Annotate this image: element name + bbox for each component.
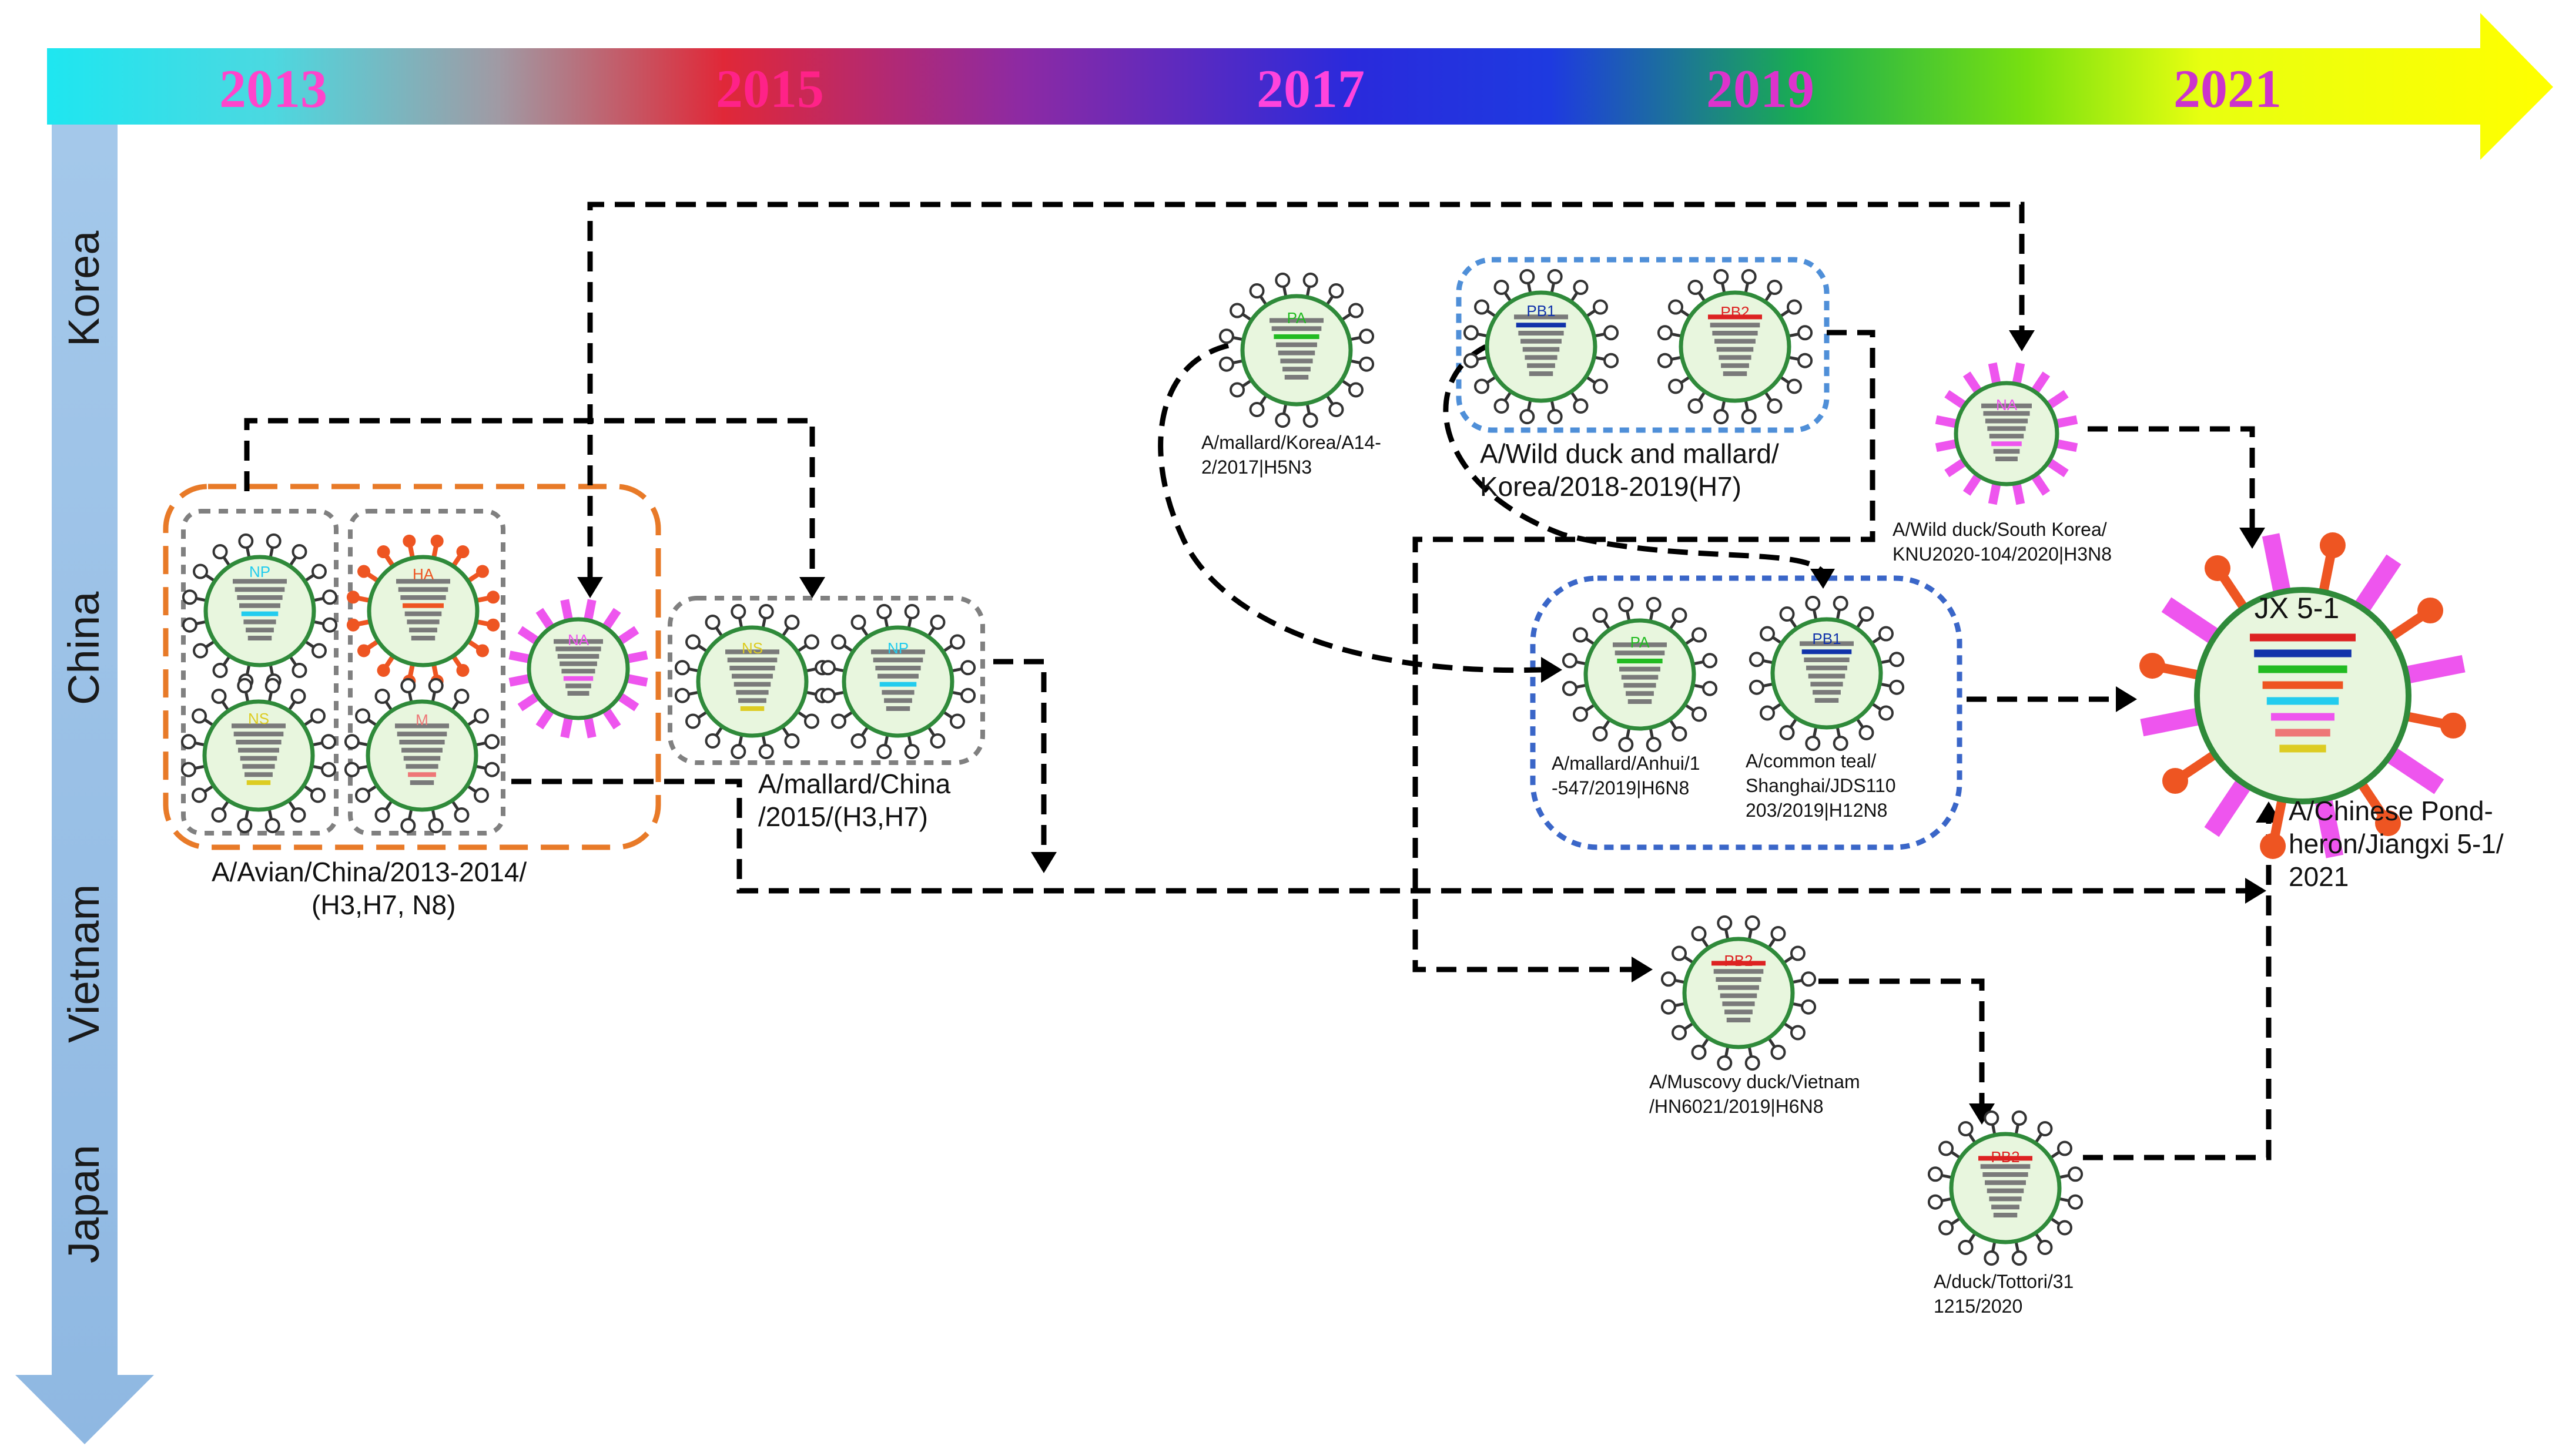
region-china: China <box>59 591 108 705</box>
korea-2018-2019-box <box>1456 257 1830 433</box>
gene-label-pa: PA <box>1630 633 1650 651</box>
virus-ns-china-2013 <box>180 677 337 834</box>
label-knu-line2: KNU2020-104/2020|H3N8 <box>1893 544 2112 565</box>
gene-label-ha: HA <box>413 565 434 583</box>
virus-m-china-2013 <box>344 677 500 834</box>
year-2021: 2021 <box>2173 59 2282 119</box>
label-japan-line2: 1215/2020 <box>1934 1296 2022 1317</box>
label-anhui-line2: -547/2019|H6N8 <box>1552 777 1689 799</box>
region-japan: Japan <box>59 1145 108 1263</box>
arrow-a14-to-anhui <box>1158 343 1542 673</box>
virus-pb1-shanghai-2019 <box>1749 595 1905 752</box>
arrow-head <box>799 577 825 598</box>
arrow-head <box>2245 878 2266 904</box>
virus-pa-anhui-2019 <box>1562 596 1718 753</box>
arrow-head <box>1632 957 1653 982</box>
arrow-vietnam-to-japan <box>1818 978 1985 1103</box>
arrow-pb1-to-shanghai <box>1443 344 1824 573</box>
label-shanghai-line3: 203/2019|H12N8 <box>1746 800 1887 821</box>
virus-jx-5-1-2021 <box>2139 532 2466 859</box>
virus-pb1-korea-2018 <box>1463 269 1619 425</box>
gene-label-pb2: PB2 <box>1991 1148 2019 1166</box>
label-korea-group-line1: A/Wild duck and mallard/ <box>1480 438 1779 469</box>
arrow-head <box>1031 852 1057 873</box>
label-vietnam-line2: /HN6021/2019|H6N8 <box>1649 1096 1824 1117</box>
gene-label-pb1: PB1 <box>1526 302 1555 320</box>
jx-5-1-title: JX 5-1 <box>2255 592 2340 625</box>
arrow-2015-down <box>993 659 1047 852</box>
timeline-arrow <box>47 13 2553 160</box>
gene-label-ns: NS <box>248 710 269 727</box>
label-shanghai-line2: Shanghai/JDS110 <box>1746 775 1896 796</box>
virus-np-mallard-2015 <box>820 603 976 760</box>
mallard-2015-box <box>668 596 985 765</box>
virus-pb2-vietnam-2019 <box>1660 915 1817 1071</box>
virus-na-korea-knu <box>1935 362 2078 505</box>
region-vietnam: Vietnam <box>59 884 108 1043</box>
arrow-head <box>2009 330 2035 351</box>
china-ha-m-box <box>348 509 505 836</box>
virus-pb2-japan-2020 <box>1927 1110 2084 1266</box>
label-knu-line1: A/Wild duck/South Korea/ <box>1893 519 2107 540</box>
label-vietnam-line1: A/Muscovy duck/Vietnam <box>1649 1071 1860 1092</box>
label-mallard-2015-line1: A/mallard/China <box>758 769 951 799</box>
arrow-head <box>2239 528 2265 549</box>
virus-pb2-korea-2018 <box>1657 269 1813 425</box>
gene-labels: NP HA NS M NA NS NP PA PB1 PB2 NA PA PB1… <box>248 302 2339 1166</box>
year-2015: 2015 <box>716 59 824 119</box>
year-2013: 2013 <box>219 59 327 119</box>
china-np-ns-box <box>181 509 339 836</box>
arrow-na-to-korea <box>587 202 2025 577</box>
gene-label-m: M <box>416 711 428 729</box>
label-korea-a14-line2: 2/2017|H5N3 <box>1201 457 1312 478</box>
gene-label-pb2: PB2 <box>1724 952 1753 969</box>
arrow-head <box>1541 657 1562 683</box>
gene-label-ns: NS <box>742 639 763 657</box>
gene-label-pb1: PB1 <box>1812 630 1841 648</box>
year-2019: 2019 <box>1706 59 1814 119</box>
virus-na-china-2013 <box>508 599 648 739</box>
label-japan-line1: A/duck/Tottori/31 <box>1934 1271 2074 1292</box>
gene-label-pa: PA <box>1287 309 1307 327</box>
label-jx-line3: 2021 <box>2289 861 2349 892</box>
virus-ha-china-2013 <box>346 534 500 688</box>
arrow-head <box>1810 569 1835 589</box>
arrow-head <box>1969 1103 1995 1125</box>
gene-label-na: NA <box>1996 396 2018 414</box>
gene-label-np: NP <box>887 639 909 657</box>
label-mallard-2015-line2: /2015/(H3,H7) <box>758 801 928 832</box>
gene-label-np: NP <box>249 563 270 581</box>
timeline-year-labels: 2013 2015 2017 2019 2021 <box>219 59 2282 119</box>
label-china-2013-2014-line1: A/Avian/China/2013-2014/ <box>212 857 527 887</box>
label-jx-line2: heron/Jiangxi 5-1/ <box>2289 828 2504 859</box>
china-2019-box <box>1530 575 1962 850</box>
reassortment-arrows <box>244 202 2282 1160</box>
virus-ns-mallard-2015 <box>674 603 830 760</box>
strain-labels: A/Avian/China/2013-2014/ (H3,H7, N8) A/m… <box>212 432 2504 1317</box>
label-china-2013-2014-line2: (H3,H7, N8) <box>311 890 455 920</box>
region-axis-arrow <box>15 125 154 1444</box>
label-korea-a14-line1: A/mallard/Korea/A14- <box>1201 432 1381 453</box>
label-shanghai-line1: A/common teal/ <box>1746 750 1876 771</box>
virus-pa-korea-a14 <box>1218 272 1375 428</box>
arrow-knu-to-jx <box>2088 426 2255 528</box>
arrow-japan-to-jx <box>2083 823 2272 1160</box>
region-labels: Korea China Vietnam Japan <box>59 230 108 1263</box>
arrow-pb2-to-vietnam <box>1412 330 1875 972</box>
region-korea: Korea <box>59 230 108 347</box>
year-2017: 2017 <box>1257 59 1365 119</box>
label-anhui-line1: A/mallard/Anhui/1 <box>1552 753 1700 774</box>
virus-particles <box>180 269 2466 1266</box>
group-boxes <box>163 257 1962 850</box>
gene-label-pb2: PB2 <box>1720 303 1749 321</box>
arrow-head <box>577 577 603 598</box>
gene-label-na: NA <box>568 631 589 649</box>
arrow-np-to-2015 <box>244 418 815 577</box>
label-jx-line1: A/Chinese Pond- <box>2289 796 2493 826</box>
label-korea-group-line2: Korea/2018-2019(H7) <box>1480 471 1741 502</box>
arrow-head <box>2116 686 2137 712</box>
arrow-m-to-jx <box>511 779 2245 894</box>
virus-np-china-2013 <box>182 533 338 689</box>
